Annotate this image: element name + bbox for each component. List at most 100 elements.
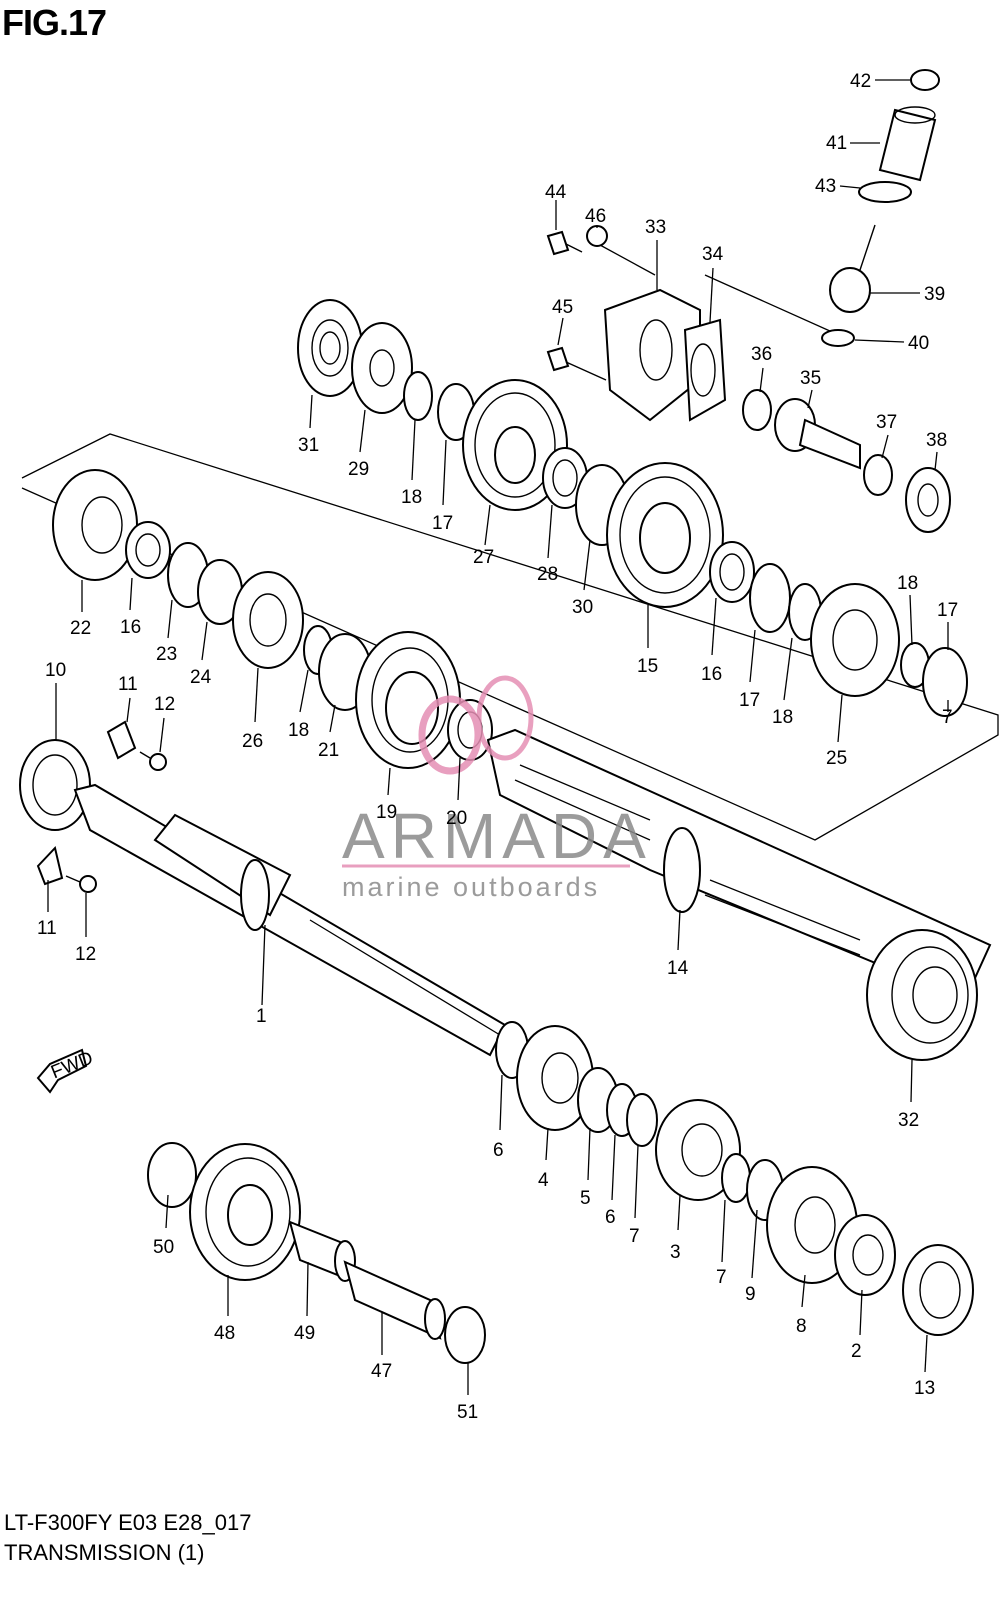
circlip-7-a [626, 1093, 658, 1147]
watermark-logo-left-ring [418, 695, 482, 775]
footer-model-code: LT-F300FY E03 E28_017 [4, 1510, 252, 1535]
callout-49: 49 [294, 1323, 315, 1344]
callout-layer: 1 2 3 4 5 6 6 7 7 7 8 9 10 11 [37, 71, 958, 1423]
leader-3 [677, 1194, 681, 1231]
leader-40 [854, 339, 905, 343]
callout-43: 43 [815, 176, 836, 197]
leader-11a [126, 697, 131, 723]
circlip-18-top [403, 371, 433, 421]
leader-34-40 [704, 274, 851, 341]
leader-8 [801, 1274, 806, 1308]
leader-17b [749, 629, 756, 683]
leader-31 [309, 394, 313, 429]
leader-50 [165, 1194, 169, 1229]
gear-2 [834, 1214, 896, 1296]
callout-17c: 17 [937, 600, 958, 621]
washer-17-far [922, 647, 968, 717]
callout-28: 28 [537, 564, 558, 585]
leader-24 [201, 621, 208, 661]
callout-36: 36 [751, 344, 772, 365]
driven-gear-39 [829, 224, 876, 313]
oring-43 [858, 181, 912, 203]
callout-25: 25 [826, 748, 847, 769]
bolt-12-bottom [65, 875, 97, 893]
gear-22 [52, 469, 138, 581]
gear-26 [232, 571, 304, 669]
callout-19: 19 [376, 802, 397, 823]
leader-7b [721, 1199, 726, 1263]
callout-8: 8 [796, 1316, 807, 1337]
leader-7a [634, 1144, 639, 1219]
leader-27 [484, 504, 491, 546]
watermark-brand: ARMADA [342, 800, 652, 872]
bushing-41 [878, 106, 937, 182]
callout-21: 21 [318, 740, 339, 761]
leader-25 [837, 694, 843, 743]
callout-6b: 6 [605, 1207, 616, 1228]
washer-51 [444, 1306, 486, 1364]
leader-14 [677, 909, 681, 951]
circlip-37 [863, 454, 893, 496]
callout-1: 1 [256, 1006, 267, 1027]
leader-37 [881, 434, 889, 459]
callout-45: 45 [552, 297, 573, 318]
hub-29 [351, 322, 413, 414]
callout-30: 30 [572, 597, 593, 618]
callout-35: 35 [800, 368, 821, 389]
bolt-45 [546, 346, 607, 381]
callout-18a: 18 [401, 487, 422, 508]
leader-46-33 [599, 244, 656, 276]
figure-title: FIG.17 [2, 2, 107, 43]
leader-18a [411, 419, 416, 481]
bearing-10 [19, 739, 91, 831]
leader-18b [299, 669, 309, 713]
plate-11-bottom [36, 845, 64, 886]
callout-12a: 12 [154, 694, 175, 715]
callout-16a: 16 [120, 617, 141, 638]
leader-17a [442, 439, 447, 506]
gear-25 [810, 583, 900, 697]
callout-11b: 11 [37, 918, 57, 939]
callout-34: 34 [702, 244, 724, 265]
callout-23: 23 [156, 644, 177, 665]
callout-40: 40 [908, 333, 929, 354]
bearing-13 [902, 1244, 974, 1336]
callout-42: 42 [850, 71, 871, 92]
bolt-12-top [139, 751, 167, 771]
callout-2: 2 [851, 1341, 862, 1362]
callout-3: 3 [670, 1242, 681, 1263]
bushing-16-right [709, 541, 755, 603]
leader-45 [557, 317, 564, 346]
callout-37: 37 [876, 412, 897, 433]
washer-40 [821, 329, 855, 347]
leader-43 [839, 185, 861, 189]
leader-18c [783, 637, 793, 701]
leader-2 [859, 1289, 863, 1336]
leader-36 [759, 367, 764, 393]
leader-28 [547, 504, 553, 559]
drive-gear-35 [774, 398, 861, 470]
callout-41: 41 [826, 133, 847, 154]
leader-19 [387, 767, 391, 796]
callout-38: 38 [926, 430, 947, 451]
armada-watermark: ARMADA marine outboards [342, 675, 652, 902]
leader-13 [924, 1334, 928, 1373]
gear-3 [655, 1099, 741, 1201]
callout-4: 4 [538, 1170, 549, 1191]
leader-49 [306, 1261, 309, 1317]
callout-7a: 7 [629, 1226, 640, 1247]
callout-11a: 11 [118, 674, 138, 695]
leader-35 [807, 389, 813, 409]
leader-26 [254, 667, 259, 723]
callout-15: 15 [637, 656, 658, 677]
gasket-34 [683, 318, 727, 422]
callout-14: 14 [667, 958, 689, 979]
leader-30 [583, 539, 591, 591]
leader-16a [129, 577, 133, 611]
watermark-logo-right-ring [476, 675, 534, 761]
leader-1 [261, 924, 266, 1006]
leader-32 [910, 1059, 913, 1103]
callout-18d: 18 [897, 573, 918, 594]
callout-18c: 18 [772, 707, 793, 728]
leader-16b [711, 597, 717, 656]
